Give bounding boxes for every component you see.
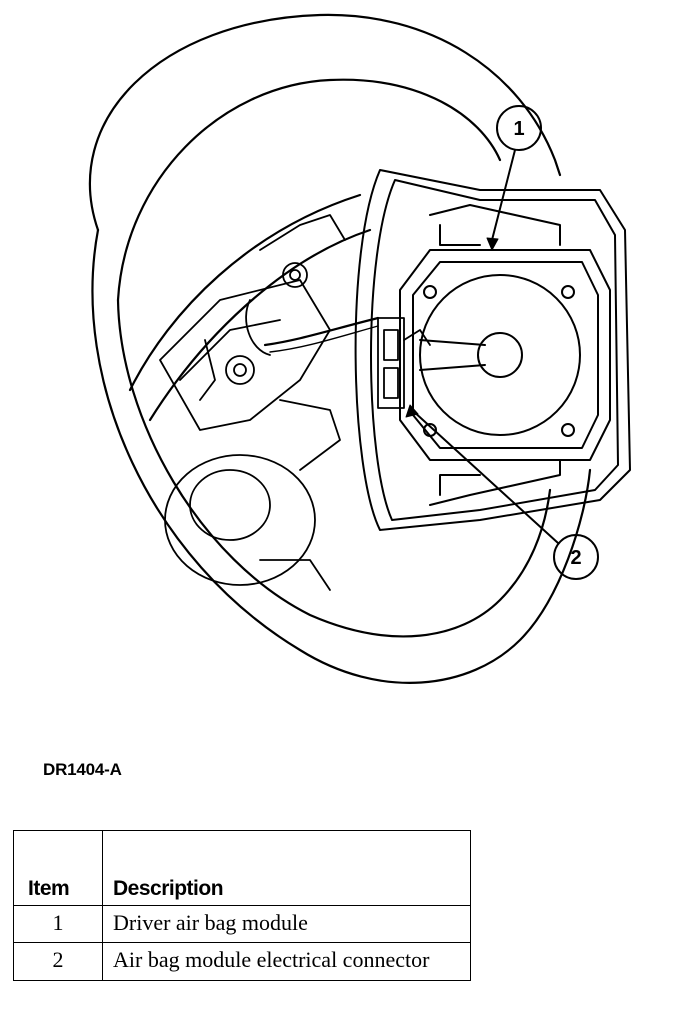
callout-2: 2 (405, 404, 599, 580)
legend-header-description: Description (102, 830, 471, 906)
legend-item-number: 1 (13, 904, 103, 944)
callout-1: 1 (486, 105, 542, 251)
legend-header-item: Item (13, 830, 103, 906)
legend-header-row: Item Description (13, 830, 471, 906)
steering-wheel-illustration: 1 2 (88, 13, 631, 684)
callout-2-leader (411, 409, 559, 544)
steering-wheel-rim (88, 13, 592, 684)
air-bag-electrical-connector (263, 316, 431, 409)
legend-item-number: 2 (13, 942, 103, 981)
table-row: 1 Driver air bag module (13, 904, 471, 944)
legend-item-description: Air bag module electrical connector (102, 942, 471, 981)
table-row: 2 Air bag module electrical connector (13, 942, 471, 981)
legend-item-description: Driver air bag module (102, 904, 471, 944)
legend-table: Item Description 1 Driver air bag module… (13, 830, 471, 981)
steering-column-hub (159, 214, 346, 591)
driver-air-bag-module (354, 169, 631, 531)
figure-id: DR1404-A (43, 760, 122, 779)
callout-2-number: 2 (570, 547, 581, 569)
callout-1-leader (491, 149, 516, 241)
callout-1-number: 1 (513, 118, 524, 140)
